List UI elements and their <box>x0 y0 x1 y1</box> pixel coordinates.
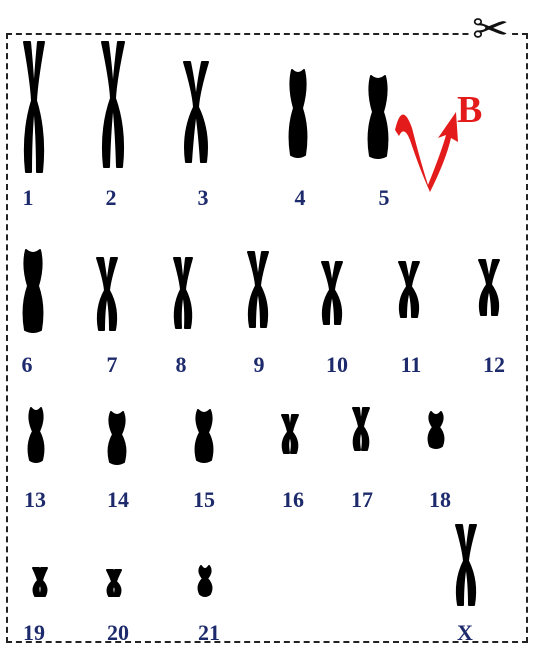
chromosome-label-6: 6 <box>7 352 47 378</box>
chromosome-label-10: 10 <box>317 352 357 378</box>
chromosome-5 <box>369 76 388 158</box>
chromosome-17 <box>353 408 369 450</box>
chromosome-label-18: 18 <box>420 487 460 513</box>
chromosome-label-14: 14 <box>98 487 138 513</box>
chromosome-14 <box>109 412 126 464</box>
chromosome-4 <box>290 70 307 157</box>
chromosome-label-8: 8 <box>161 352 201 378</box>
chromosome-label-5: 5 <box>364 185 404 211</box>
chromosome-label-11: 11 <box>391 352 431 378</box>
chromosome-label-19: 19 <box>14 620 54 646</box>
chromosome-7 <box>97 258 117 330</box>
chromosome-20 <box>107 570 121 596</box>
chromosome-label-17: 17 <box>342 487 382 513</box>
mutation-arrow-icon <box>395 112 458 192</box>
chromosome-label-15: 15 <box>184 487 224 513</box>
chromosome-2 <box>102 42 124 167</box>
chromosome-3 <box>184 62 208 162</box>
chromosome-label-4: 4 <box>280 185 320 211</box>
chromosome-label-1: 1 <box>8 185 48 211</box>
chromosome-label-13: 13 <box>15 487 55 513</box>
chromosome-8 <box>174 258 192 328</box>
chromosome-label-16: 16 <box>273 487 313 513</box>
chromosome-18 <box>429 412 444 448</box>
chromosome-x <box>456 525 476 605</box>
chromosome-label-2: 2 <box>91 185 131 211</box>
chromosome-9 <box>248 252 268 327</box>
chromosome-label-7: 7 <box>92 352 132 378</box>
chromosome-label-12: 12 <box>474 352 514 378</box>
chromosome-21 <box>199 566 212 596</box>
chromosome-19 <box>33 568 47 596</box>
chromosome-label-21: 21 <box>189 620 229 646</box>
chromosome-13 <box>29 408 44 462</box>
chromosome-1 <box>24 42 44 172</box>
chromosome-11 <box>399 262 419 317</box>
chromosome-12 <box>479 260 499 315</box>
chromosome-label-3: 3 <box>183 185 223 211</box>
mutation-letter: B <box>457 88 482 132</box>
chromosome-6 <box>24 250 43 332</box>
chromosome-label-20: 20 <box>98 620 138 646</box>
chromosome-15 <box>196 410 213 462</box>
chromosome-label-9: 9 <box>239 352 279 378</box>
chromosome-10 <box>322 262 342 324</box>
chromosome-label-x: X <box>445 620 485 646</box>
chromosome-16 <box>282 415 298 453</box>
